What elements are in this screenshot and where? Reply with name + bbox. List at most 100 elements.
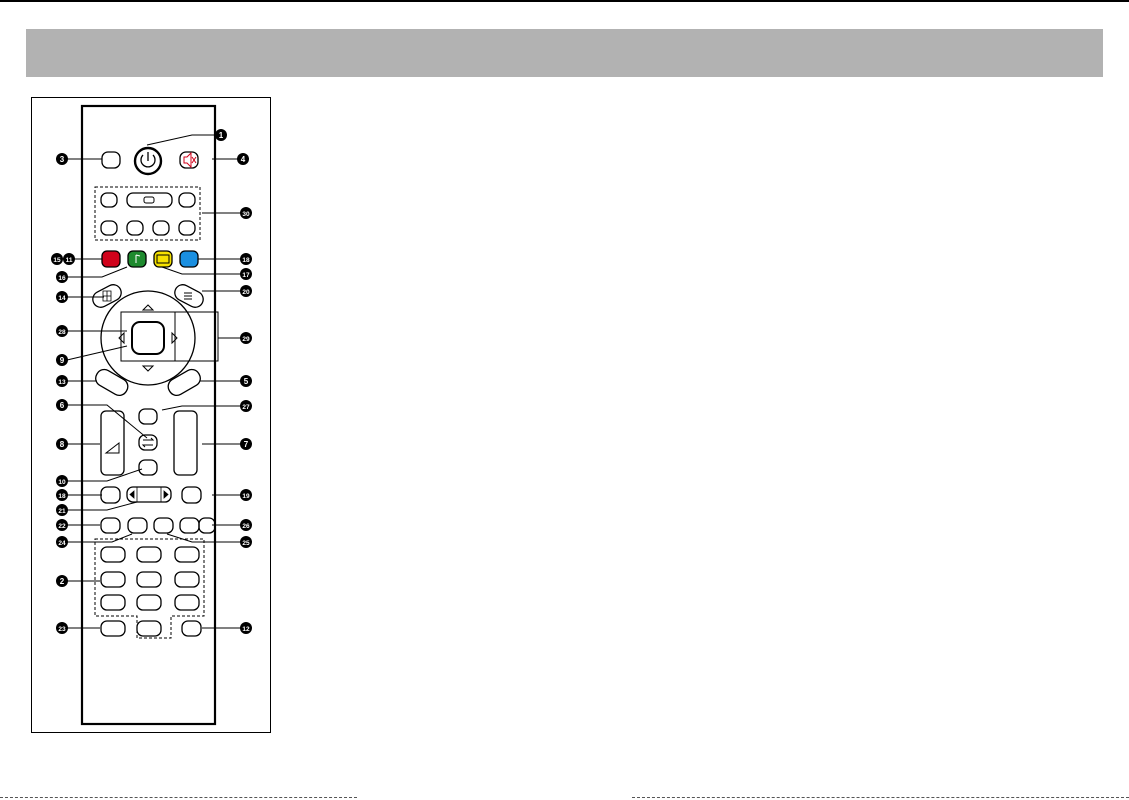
callout-15: 15 bbox=[51, 253, 63, 265]
callout-27: 27 bbox=[240, 400, 252, 412]
svg-text:14: 14 bbox=[58, 295, 66, 302]
callout-1: 1 bbox=[215, 129, 227, 141]
button-27[interactable] bbox=[139, 409, 157, 424]
digit-key[interactable] bbox=[101, 572, 125, 587]
swap-icon bbox=[143, 438, 153, 447]
svg-text:23: 23 bbox=[58, 626, 66, 633]
svg-text:10: 10 bbox=[58, 479, 66, 486]
teletext-group bbox=[95, 187, 200, 240]
svg-text:9: 9 bbox=[60, 356, 65, 365]
menu-button-right[interactable] bbox=[172, 282, 206, 310]
digit-key[interactable] bbox=[137, 595, 161, 610]
svg-text:12: 12 bbox=[242, 626, 250, 633]
button-5[interactable] bbox=[165, 367, 203, 399]
teletext-key-4[interactable] bbox=[127, 221, 143, 235]
leader-16 bbox=[67, 267, 127, 277]
menu-icon bbox=[184, 293, 192, 299]
callout-20: 20 bbox=[240, 285, 252, 297]
teletext-key-wide[interactable] bbox=[127, 193, 172, 207]
callout-8: 8 bbox=[56, 438, 68, 450]
button-13[interactable] bbox=[93, 367, 131, 399]
svg-text:16: 16 bbox=[58, 275, 66, 282]
callout-22: 22 bbox=[56, 519, 68, 531]
remote-diagram: 1 3 4 30 15 11 18 16 17 14 20 28 29 9 13… bbox=[31, 97, 271, 733]
svg-text:8: 8 bbox=[60, 440, 65, 449]
digit-key[interactable] bbox=[175, 572, 199, 587]
green-key[interactable] bbox=[128, 251, 146, 267]
grid-menu-icon bbox=[103, 291, 111, 301]
button-24[interactable] bbox=[128, 518, 147, 533]
svg-text:17: 17 bbox=[242, 272, 250, 279]
button-12[interactable] bbox=[182, 621, 201, 636]
teletext-key-3[interactable] bbox=[101, 221, 117, 235]
digit-key[interactable] bbox=[101, 595, 125, 610]
digit-key[interactable] bbox=[175, 595, 199, 610]
svg-text:5: 5 bbox=[244, 377, 249, 386]
yellow-key[interactable] bbox=[154, 251, 172, 267]
callout-25: 25 bbox=[240, 536, 252, 548]
callout-2: 2 bbox=[56, 575, 68, 587]
program-rocker[interactable] bbox=[174, 411, 197, 475]
top-rule bbox=[0, 0, 1129, 2]
svg-text:11: 11 bbox=[66, 257, 73, 264]
teletext-key-5[interactable] bbox=[153, 221, 169, 235]
button-3[interactable] bbox=[102, 152, 120, 168]
volume-ramp-icon bbox=[106, 443, 119, 453]
callout-3: 3 bbox=[56, 153, 68, 165]
callout-30: 30 bbox=[240, 207, 252, 219]
button-22[interactable] bbox=[101, 518, 120, 533]
red-key[interactable] bbox=[102, 251, 120, 267]
button-10[interactable] bbox=[139, 460, 157, 475]
button-18[interactable] bbox=[101, 487, 120, 503]
volume-rocker[interactable] bbox=[101, 411, 124, 475]
callout-10: 10 bbox=[56, 475, 68, 487]
ok-button[interactable] bbox=[132, 322, 164, 354]
callout-4: 4 bbox=[237, 153, 249, 165]
svg-text:19: 19 bbox=[242, 493, 250, 500]
svg-text:3: 3 bbox=[60, 155, 65, 164]
svg-text:4: 4 bbox=[241, 155, 246, 164]
teletext-key-1[interactable] bbox=[101, 193, 117, 207]
callout-24: 24 bbox=[56, 536, 68, 548]
callout-19: 19 bbox=[240, 489, 252, 501]
callout-7: 7 bbox=[240, 438, 252, 450]
svg-text:7: 7 bbox=[244, 440, 249, 449]
power-button[interactable] bbox=[135, 148, 161, 174]
teletext-key-2[interactable] bbox=[179, 193, 195, 207]
button-25a[interactable] bbox=[154, 518, 173, 533]
svg-text:15: 15 bbox=[53, 257, 61, 264]
swap-button[interactable] bbox=[139, 435, 157, 450]
callout-18: 18 bbox=[56, 489, 68, 501]
numeric-group bbox=[95, 539, 204, 638]
header-bar bbox=[26, 29, 1103, 77]
down-arrow-icon[interactable] bbox=[143, 366, 153, 371]
svg-text:18: 18 bbox=[242, 257, 250, 264]
svg-text:24: 24 bbox=[58, 540, 66, 547]
up-arrow-icon[interactable] bbox=[143, 305, 153, 310]
remote-control-svg: 1 3 4 30 15 11 18 16 17 14 20 28 29 9 13… bbox=[32, 98, 272, 734]
button-23[interactable] bbox=[101, 621, 125, 636]
callout-6: 6 bbox=[56, 399, 68, 411]
leader-24 bbox=[67, 534, 132, 542]
leader-9 bbox=[67, 346, 127, 360]
teletext-key-6[interactable] bbox=[179, 221, 195, 235]
digit-key-zero[interactable] bbox=[137, 621, 161, 636]
blue-key[interactable] bbox=[180, 251, 198, 267]
digit-key[interactable] bbox=[137, 572, 161, 587]
page-rocker[interactable] bbox=[127, 487, 171, 502]
mute-icon bbox=[184, 153, 191, 167]
digit-key[interactable] bbox=[101, 547, 125, 562]
footer-rule-right bbox=[632, 797, 1129, 798]
footer-rule-left bbox=[0, 797, 357, 798]
digit-key[interactable] bbox=[175, 547, 199, 562]
svg-text:29: 29 bbox=[242, 336, 250, 343]
button-19[interactable] bbox=[182, 487, 201, 503]
mute-button[interactable] bbox=[180, 152, 198, 168]
svg-text:1: 1 bbox=[219, 131, 224, 140]
svg-text:25: 25 bbox=[242, 540, 250, 547]
button-25b[interactable] bbox=[180, 518, 199, 533]
svg-text:2: 2 bbox=[60, 577, 65, 586]
page-right-icon bbox=[164, 491, 168, 498]
digit-key[interactable] bbox=[137, 547, 161, 562]
menu-button-left[interactable] bbox=[90, 282, 124, 310]
